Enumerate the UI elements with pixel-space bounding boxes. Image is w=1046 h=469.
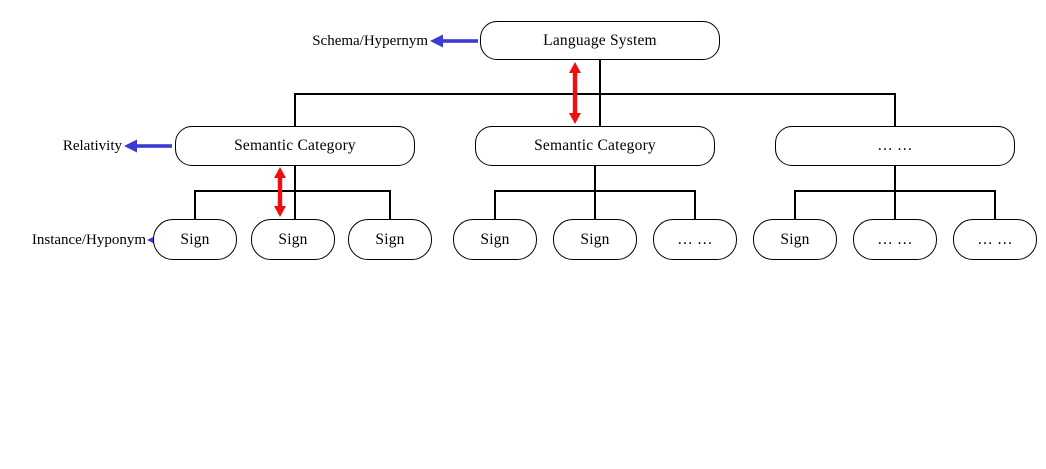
connector-line — [694, 190, 696, 219]
connector-line — [494, 190, 496, 219]
node-sign: Sign — [553, 219, 637, 260]
node-sign-ellipsis: … … — [853, 219, 937, 260]
connector-line — [494, 190, 695, 192]
connector-line — [594, 166, 596, 219]
connector-line — [894, 93, 896, 126]
connector-line — [294, 166, 296, 219]
node-sign: Sign — [453, 219, 537, 260]
connector-line — [794, 190, 796, 219]
connector-line — [294, 93, 896, 95]
connector-line — [194, 190, 196, 219]
node-sign: Sign — [251, 219, 335, 260]
connector-line — [894, 166, 896, 219]
node-language-system: Language System — [480, 21, 720, 60]
connector-line — [194, 190, 391, 192]
annotation-arrow — [430, 34, 478, 48]
annotation-label-relativity: Relativity — [62, 138, 122, 154]
connector-line — [389, 190, 391, 219]
node-sign: Sign — [153, 219, 237, 260]
annotation-label-instance-hyponym: Instance/Hyponym — [31, 232, 146, 248]
bidirectional-relation-arrow — [274, 167, 286, 217]
connector-line — [994, 190, 996, 219]
annotation-label-schema-hypernym: Schema/Hypernym — [312, 33, 428, 49]
connector-line — [794, 190, 995, 192]
node-sign-ellipsis: … … — [953, 219, 1037, 260]
node-sign: Sign — [753, 219, 837, 260]
node-semantic-category-1: Semantic Category — [175, 126, 415, 166]
bidirectional-relation-arrow — [569, 62, 581, 124]
node-sign-ellipsis: … … — [653, 219, 737, 260]
node-category-ellipsis: … … — [775, 126, 1015, 166]
connector-line — [294, 93, 296, 126]
node-semantic-category-2: Semantic Category — [475, 126, 715, 166]
annotation-arrow — [124, 139, 172, 153]
node-sign: Sign — [348, 219, 432, 260]
